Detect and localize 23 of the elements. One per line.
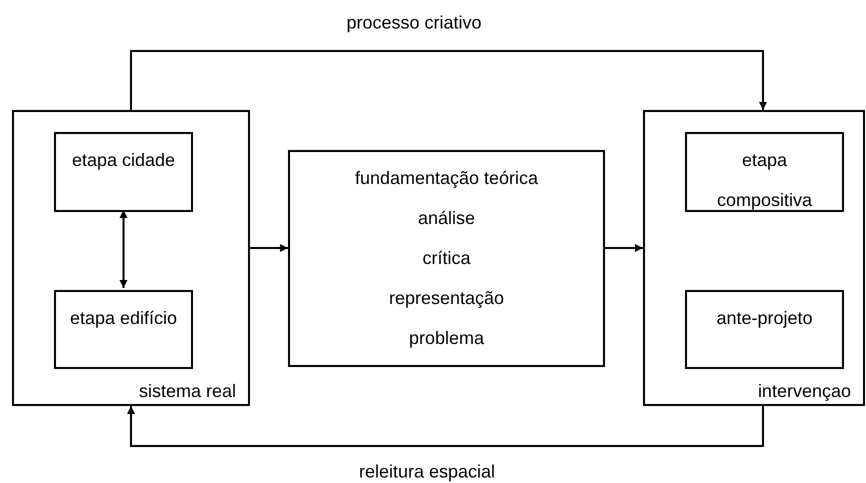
box-text: etapa edifício [70, 307, 178, 330]
container-label: intervençao [758, 380, 851, 402]
arrow [120, 210, 128, 288]
box-text: etapa compositiva [716, 149, 814, 212]
box-text: fundamentação teórica [354, 167, 538, 190]
box-text: crítica [422, 247, 470, 270]
arrow [130, 50, 767, 110]
box-text: análise [418, 207, 476, 230]
container-label: sistema real [138, 380, 236, 402]
box-text: problema [408, 327, 484, 350]
arrow [605, 244, 643, 252]
box-text: ante-projeto [716, 307, 813, 330]
container-box [643, 110, 865, 406]
box-text: representação [388, 287, 504, 310]
process-box [685, 132, 844, 212]
process-box [685, 290, 844, 369]
process-box [54, 290, 193, 369]
process-box [288, 150, 605, 367]
arrow [127, 406, 764, 447]
process-box [54, 132, 193, 212]
arrow [250, 244, 288, 252]
container-box [12, 110, 250, 406]
box-text: etapa cidade [72, 149, 176, 172]
